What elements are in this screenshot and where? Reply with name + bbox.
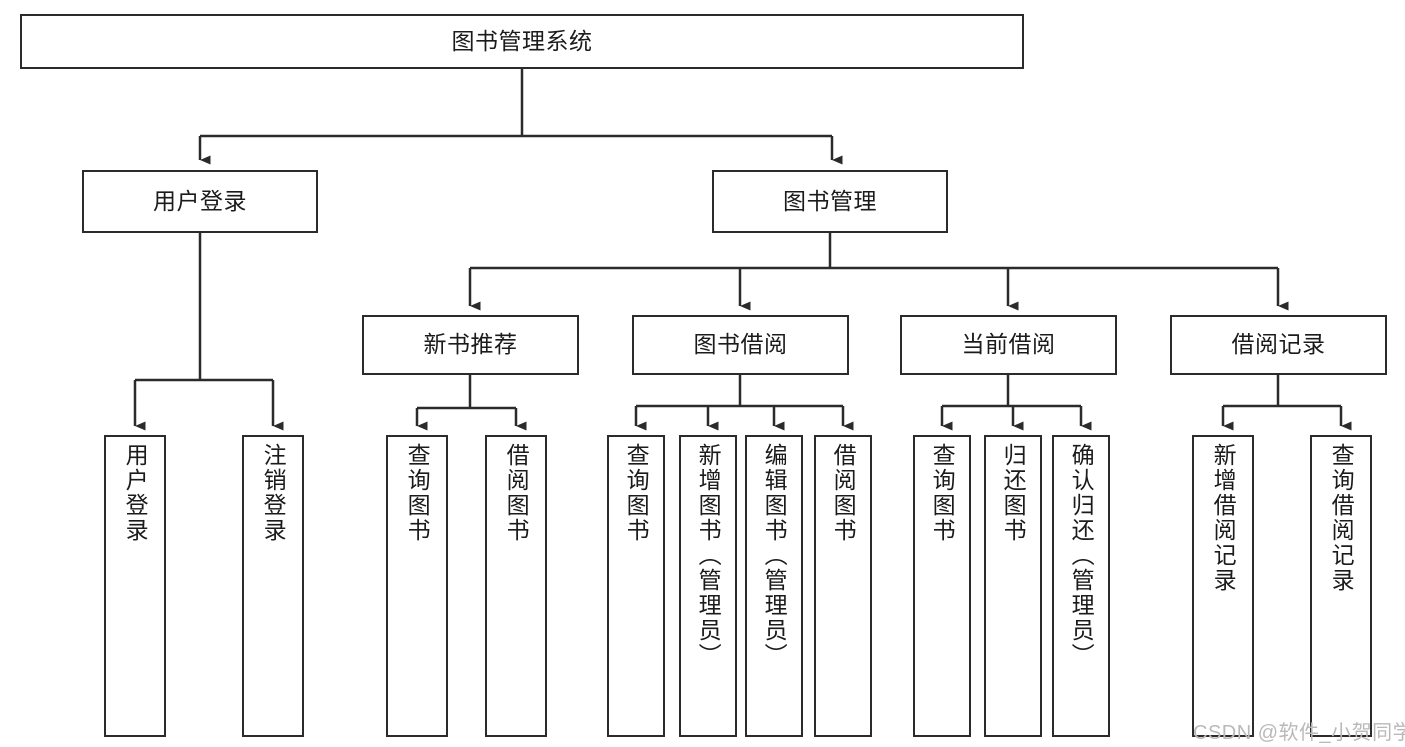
node-borrow-record-label: 借阅记录 bbox=[1231, 331, 1326, 358]
node-root[interactable]: 图书管理系统 bbox=[20, 14, 1024, 69]
node-user-login-label: 用户登录 bbox=[153, 187, 247, 214]
node-book-manage[interactable]: 图书管理 bbox=[712, 170, 948, 233]
node-leaf-return-book-label: 归还图书 bbox=[1000, 443, 1027, 543]
node-leaf-borrow-book-1[interactable]: 借阅图书 bbox=[485, 435, 547, 737]
node-new-book-rec-label: 新书推荐 bbox=[423, 331, 518, 358]
node-leaf-query-record-label: 查询借阅记录 bbox=[1328, 443, 1355, 593]
node-user-login[interactable]: 用户登录 bbox=[82, 170, 318, 233]
node-leaf-logout-label: 注销登录 bbox=[260, 443, 287, 543]
node-leaf-borrow-book-1-label: 借阅图书 bbox=[503, 443, 530, 543]
node-borrow-record[interactable]: 借阅记录 bbox=[1170, 315, 1387, 375]
csdn-watermark: CSDN @软件_小贺同学 bbox=[1193, 722, 1405, 744]
node-leaf-query-book-2[interactable]: 查询图书 bbox=[607, 435, 665, 737]
node-leaf-query-book-1-label: 查询图书 bbox=[404, 443, 431, 543]
node-leaf-query-book-3-label: 查询图书 bbox=[929, 443, 956, 543]
node-book-borrow-label: 图书借阅 bbox=[693, 331, 788, 358]
node-leaf-user-login-label: 用户登录 bbox=[122, 443, 149, 543]
node-leaf-confirm-return-label: 确认归还（管理员） bbox=[1068, 443, 1095, 668]
node-leaf-edit-book-label: 编辑图书（管理员） bbox=[761, 443, 788, 668]
node-leaf-add-record[interactable]: 新增借阅记录 bbox=[1192, 435, 1254, 737]
node-leaf-add-book[interactable]: 新增图书（管理员） bbox=[679, 435, 737, 737]
node-leaf-confirm-return[interactable]: 确认归还（管理员） bbox=[1052, 435, 1110, 737]
node-leaf-query-book-1[interactable]: 查询图书 bbox=[386, 435, 448, 737]
node-book-manage-label: 图书管理 bbox=[783, 187, 877, 214]
node-leaf-query-book-3[interactable]: 查询图书 bbox=[913, 435, 971, 737]
node-leaf-user-login[interactable]: 用户登录 bbox=[104, 435, 166, 737]
node-leaf-query-record[interactable]: 查询借阅记录 bbox=[1310, 435, 1372, 737]
node-leaf-query-book-2-label: 查询图书 bbox=[623, 443, 650, 543]
node-new-book-rec[interactable]: 新书推荐 bbox=[362, 315, 579, 375]
node-leaf-return-book[interactable]: 归还图书 bbox=[984, 435, 1042, 737]
node-leaf-add-book-label: 新增图书（管理员） bbox=[695, 443, 722, 668]
node-leaf-borrow-book-2-label: 借阅图书 bbox=[830, 443, 857, 543]
node-current-borrow-label: 当前借阅 bbox=[961, 331, 1056, 358]
node-leaf-edit-book[interactable]: 编辑图书（管理员） bbox=[745, 435, 803, 737]
node-leaf-borrow-book-2[interactable]: 借阅图书 bbox=[814, 435, 872, 737]
node-leaf-add-record-label: 新增借阅记录 bbox=[1210, 443, 1237, 593]
node-book-borrow[interactable]: 图书借阅 bbox=[632, 315, 849, 375]
node-current-borrow[interactable]: 当前借阅 bbox=[900, 315, 1117, 375]
node-leaf-logout[interactable]: 注销登录 bbox=[242, 435, 304, 737]
node-root-label: 图书管理系统 bbox=[451, 27, 593, 54]
